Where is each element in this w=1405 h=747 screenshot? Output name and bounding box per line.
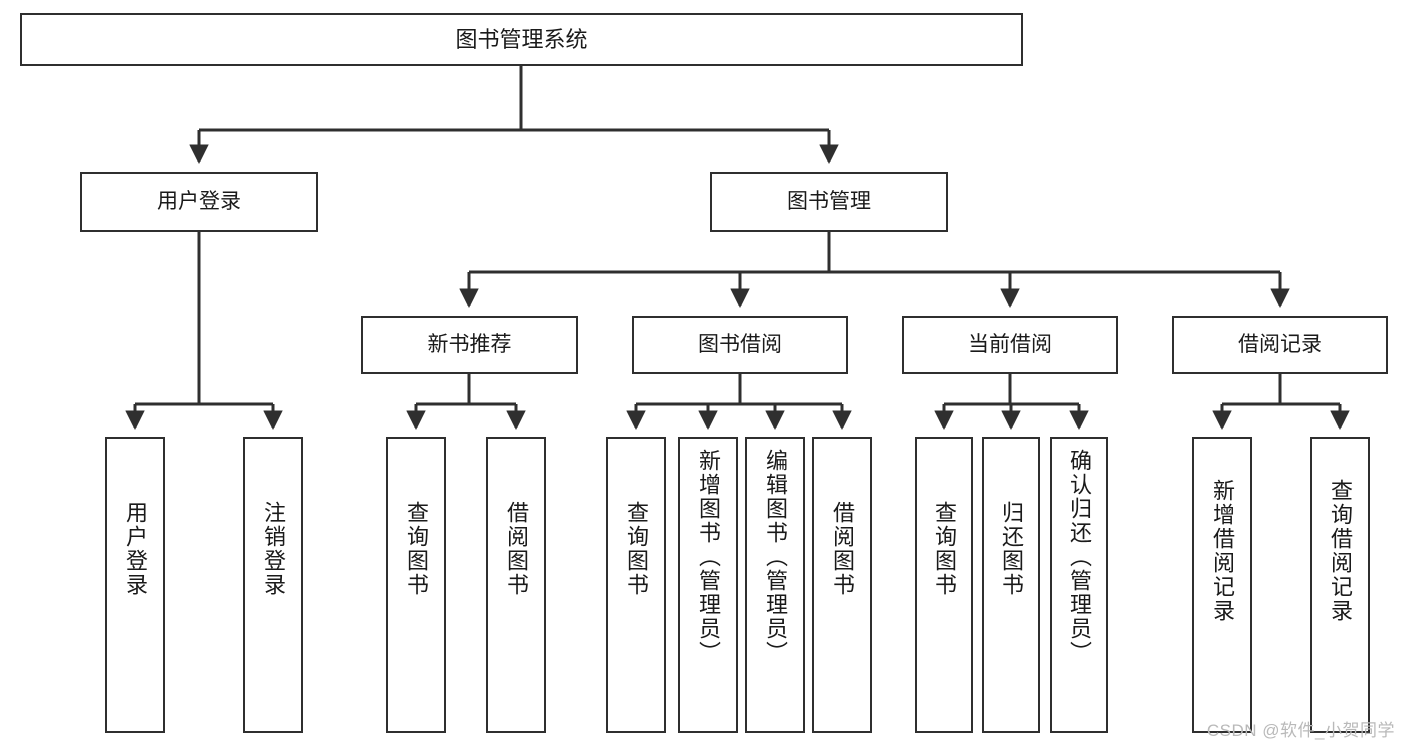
leaf-node-add-book[interactable]: 新增图书（管理员）: [678, 437, 738, 733]
leaf-node-query-book-borrow-label: 查询图书: [624, 501, 649, 597]
leaf-node-query-book-recommend[interactable]: 查询图书: [386, 437, 446, 733]
leaf-node-borrow-book-label: 借阅图书: [830, 501, 855, 597]
node-new-book-recommend-label: 新书推荐: [427, 332, 512, 356]
node-user-login-label: 用户登录: [157, 189, 241, 213]
leaf-node-add-borrow-record[interactable]: 新增借阅记录: [1192, 437, 1252, 733]
node-borrow-record-label: 借阅记录: [1238, 332, 1322, 356]
leaf-node-return-book[interactable]: 归还图书: [982, 437, 1040, 733]
leaf-node-query-book-borrow[interactable]: 查询图书: [606, 437, 666, 733]
csdn-watermark: CSDN @软件_小贺同学: [1206, 721, 1395, 740]
leaf-node-user-login-label: 用户登录: [123, 501, 148, 597]
node-current-borrow[interactable]: 当前借阅: [902, 316, 1118, 374]
leaf-node-add-borrow-record-label: 新增借阅记录: [1210, 479, 1235, 623]
edge-newbook-to-leaves: [406, 374, 526, 430]
node-book-borrow[interactable]: 图书借阅: [632, 316, 848, 374]
leaf-node-query-book-current[interactable]: 查询图书: [915, 437, 973, 733]
leaf-node-add-book-label: 新增图书（管理员）: [696, 449, 721, 665]
node-borrow-record[interactable]: 借阅记录: [1172, 316, 1388, 374]
leaf-node-logout-label: 注销登录: [261, 501, 286, 597]
leaf-node-logout[interactable]: 注销登录: [243, 437, 303, 733]
leaf-node-borrow-book[interactable]: 借阅图书: [812, 437, 872, 733]
edge-bookborrow-to-leaves: [626, 374, 852, 430]
leaf-node-query-book-recommend-label: 查询图书: [404, 501, 429, 597]
leaf-node-query-borrow-record[interactable]: 查询借阅记录: [1310, 437, 1370, 733]
node-root-system[interactable]: 图书管理系统: [20, 13, 1023, 66]
leaf-node-query-borrow-record-label: 查询借阅记录: [1328, 479, 1353, 623]
node-new-book-recommend[interactable]: 新书推荐: [361, 316, 578, 374]
node-user-login[interactable]: 用户登录: [80, 172, 318, 232]
leaf-node-return-book-label: 归还图书: [999, 501, 1024, 597]
edge-borrowrecord-to-leaves: [1212, 374, 1350, 430]
edge-bookmanage-to-level3: [459, 232, 1290, 308]
leaf-node-user-login[interactable]: 用户登录: [105, 437, 165, 733]
edge-root-to-level2: [189, 66, 839, 164]
leaf-node-confirm-return[interactable]: 确认归还（管理员）: [1050, 437, 1108, 733]
node-book-manage[interactable]: 图书管理: [710, 172, 948, 232]
leaf-node-borrow-book-recommend-label: 借阅图书: [504, 501, 529, 597]
node-root-system-label: 图书管理系统: [455, 26, 588, 52]
leaf-node-confirm-return-label: 确认归还（管理员）: [1067, 449, 1092, 665]
leaf-node-edit-book-label: 编辑图书（管理员）: [763, 449, 788, 665]
node-book-manage-label: 图书管理: [787, 189, 871, 213]
node-current-borrow-label: 当前借阅: [968, 332, 1052, 356]
edge-userlogin-to-leaves: [125, 232, 283, 430]
edge-currentborrow-to-leaves: [934, 374, 1089, 430]
leaf-node-edit-book[interactable]: 编辑图书（管理员）: [745, 437, 805, 733]
leaf-node-borrow-book-recommend[interactable]: 借阅图书: [486, 437, 546, 733]
leaf-node-query-book-current-label: 查询图书: [932, 501, 957, 597]
node-book-borrow-label: 图书借阅: [698, 332, 782, 356]
